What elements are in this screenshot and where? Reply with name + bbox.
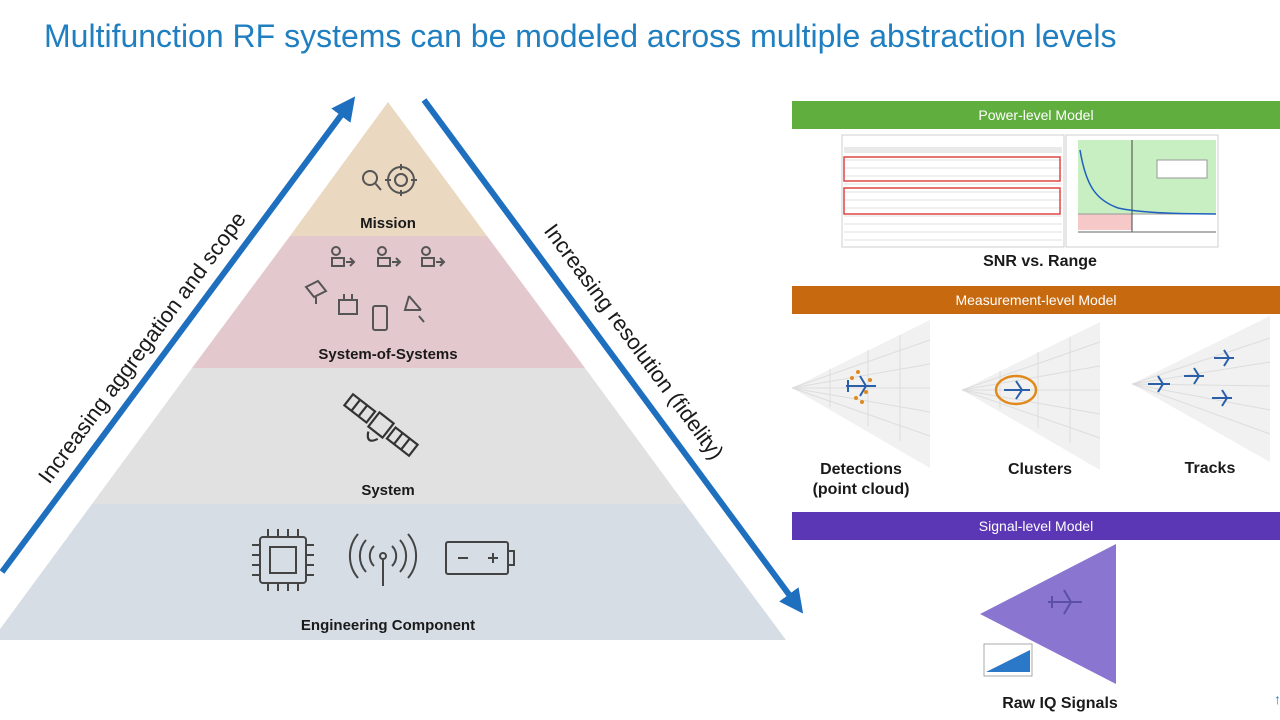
target-icon bbox=[385, 164, 417, 196]
signal-beam-thumbnail bbox=[980, 544, 1116, 684]
measurement-model-banner: Measurement-level Model bbox=[792, 286, 1280, 314]
pyramid-tier-engineering-component bbox=[0, 504, 786, 640]
antenna-array-icon bbox=[338, 294, 358, 315]
network-node-icon bbox=[421, 246, 446, 267]
tier-label-engineering-component: Engineering Component bbox=[301, 617, 475, 634]
network-node-icon bbox=[377, 246, 402, 267]
aircraft-icon bbox=[1048, 589, 1082, 615]
chip-icon bbox=[252, 529, 314, 591]
tracks-thumbnail bbox=[1131, 316, 1271, 462]
page-marker: ↑ bbox=[1274, 691, 1280, 707]
clusters-thumbnail bbox=[961, 322, 1101, 470]
aggregation-arrow bbox=[0, 96, 356, 574]
satellite-icon bbox=[342, 392, 420, 458]
signal-model-banner: Signal-level Model bbox=[792, 512, 1280, 540]
satellite-dish-icon bbox=[304, 279, 328, 304]
iq-waveform-thumbnail bbox=[983, 643, 1033, 677]
pyramid-tier-mission bbox=[290, 102, 487, 236]
snr-plot-thumbnail bbox=[1065, 134, 1219, 248]
tier-label-system: System bbox=[361, 482, 414, 499]
raw-iq-caption: Raw IQ Signals bbox=[1002, 695, 1118, 712]
radar-dish-icon bbox=[403, 295, 425, 323]
tier-label-system-of-systems: System-of-Systems bbox=[318, 346, 457, 363]
snr-range-caption: SNR vs. Range bbox=[983, 253, 1097, 270]
network-node-icon bbox=[331, 246, 356, 267]
antenna-signal-icon bbox=[348, 533, 418, 586]
detections-caption: Detections (point cloud) bbox=[812, 461, 910, 498]
power-table-thumbnail bbox=[841, 134, 1065, 248]
tracks-caption: Tracks bbox=[1184, 460, 1236, 477]
power-model-banner: Power-level Model bbox=[792, 101, 1280, 129]
resolution-arrow bbox=[421, 98, 804, 614]
slide-title: Multifunction RF systems can be modeled … bbox=[44, 18, 1117, 54]
magnifier-icon bbox=[362, 170, 382, 191]
battery-icon bbox=[445, 541, 515, 575]
detections-thumbnail bbox=[791, 320, 931, 468]
clusters-caption: Clusters bbox=[1007, 461, 1073, 478]
mobile-device-icon bbox=[372, 305, 388, 331]
pyramid-tier-system-of-systems bbox=[192, 236, 585, 368]
tier-label-mission: Mission bbox=[360, 215, 416, 232]
